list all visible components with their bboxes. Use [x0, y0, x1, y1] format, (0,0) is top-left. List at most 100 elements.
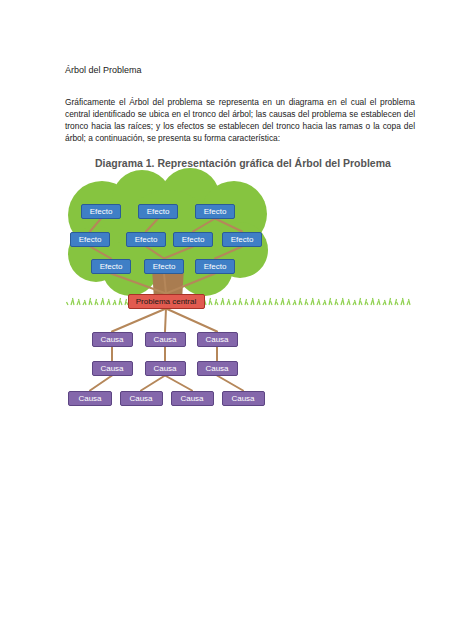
- grass-blade: [281, 300, 283, 305]
- grass-blade: [229, 299, 231, 305]
- grass-blade: [215, 299, 217, 305]
- grass-blade: [343, 298, 345, 305]
- grass-blade: [317, 301, 319, 305]
- grass-blade: [91, 301, 93, 305]
- grass-blade: [125, 299, 127, 305]
- grass-blade: [287, 301, 289, 305]
- grass-blade: [245, 299, 247, 305]
- cause-box: Causa: [171, 391, 214, 406]
- grass-blade: [109, 299, 111, 305]
- grass-blade: [73, 298, 75, 305]
- effect-box: Efecto: [195, 204, 235, 219]
- cause-box: Causa: [197, 361, 238, 376]
- effect-box: Efecto: [144, 259, 184, 274]
- grass-blade: [311, 300, 313, 305]
- node-label: Causa: [93, 362, 132, 375]
- body-paragraph: Gráficamente el Árbol del problema se re…: [65, 96, 415, 144]
- grass-blade: [353, 302, 355, 305]
- branch-connector: [90, 219, 101, 232]
- grass-blade: [407, 301, 409, 305]
- document-heading: Árbol del Problema: [65, 64, 142, 76]
- grass-blade: [337, 302, 339, 305]
- grass-blade: [257, 301, 259, 305]
- grass-blade: [263, 302, 265, 305]
- grass-blade: [101, 300, 103, 305]
- effect-box: Efecto: [126, 232, 166, 247]
- grass-blade: [289, 299, 291, 305]
- grass-blade: [325, 300, 327, 305]
- grass-blade: [115, 300, 117, 305]
- grass-blade: [379, 299, 381, 305]
- grass-blade: [383, 302, 385, 305]
- grass-blade: [271, 301, 273, 305]
- node-label: Efecto: [223, 233, 261, 246]
- grass-blade: [221, 300, 223, 305]
- node-label: Efecto: [71, 233, 109, 246]
- effect-box: Efecto: [173, 232, 213, 247]
- grass-blade: [341, 300, 343, 305]
- grass-blade: [253, 298, 255, 305]
- branch-connector: [166, 274, 215, 294]
- grass-blade: [395, 299, 397, 305]
- grass-blade: [217, 302, 219, 305]
- grass-blade: [95, 299, 97, 305]
- branch-connector: [193, 219, 215, 232]
- node-label: Causa: [223, 392, 264, 405]
- grass-blade: [71, 300, 73, 305]
- grass-blade: [355, 300, 357, 305]
- grass-blade: [265, 300, 267, 305]
- grass-blade: [107, 301, 109, 305]
- grass-blade: [103, 298, 105, 305]
- node-label: Problema central: [129, 295, 204, 308]
- root-connector: [90, 376, 112, 391]
- grass-blade: [347, 301, 349, 305]
- cause-box: Causa: [68, 391, 112, 406]
- node-label: Efecto: [174, 233, 212, 246]
- grass-blade: [251, 300, 253, 305]
- grass-blade: [277, 302, 279, 305]
- root-connector: [112, 309, 166, 332]
- node-label: Efecto: [145, 260, 183, 273]
- grass-blade: [319, 299, 321, 305]
- grass-blade: [295, 300, 297, 305]
- node-label: Causa: [146, 333, 185, 346]
- node-label: Causa: [198, 333, 237, 346]
- grass-blade: [365, 299, 367, 305]
- grass-blade: [97, 302, 99, 305]
- grass-blade: [235, 300, 237, 305]
- grass-blade: [233, 302, 235, 305]
- node-label: Causa: [93, 333, 132, 346]
- branch-connector: [164, 247, 193, 259]
- cause-box: Causa: [197, 332, 238, 347]
- grass-blade: [283, 298, 285, 305]
- cause-box: Causa: [92, 332, 133, 347]
- effect-box: Efecto: [70, 232, 110, 247]
- grass-blade: [305, 299, 307, 305]
- branch-connector: [146, 219, 158, 232]
- grass-blade: [371, 300, 373, 305]
- node-label: Efecto: [196, 205, 234, 218]
- grass-blade: [79, 299, 81, 305]
- grass: [67, 298, 411, 305]
- grass-blade: [331, 301, 333, 305]
- grass-blade: [85, 300, 87, 305]
- grass-blade: [323, 302, 325, 305]
- grass-blade: [391, 301, 393, 305]
- central-problem-box: Problema central: [128, 294, 205, 309]
- cause-box: Causa: [222, 391, 265, 406]
- cause-box: Causa: [120, 391, 163, 406]
- node-label: Efecto: [127, 233, 165, 246]
- grass-blade: [401, 300, 403, 305]
- branch-connector: [215, 247, 242, 259]
- grass-blade: [67, 302, 69, 305]
- grass-blade: [241, 301, 243, 305]
- grass-blade: [247, 302, 249, 305]
- grass-blade: [377, 301, 379, 305]
- root-connector: [141, 376, 165, 391]
- grass-blade: [121, 301, 123, 305]
- grass-blade: [385, 300, 387, 305]
- grass-blade: [227, 301, 229, 305]
- cause-box: Causa: [145, 332, 186, 347]
